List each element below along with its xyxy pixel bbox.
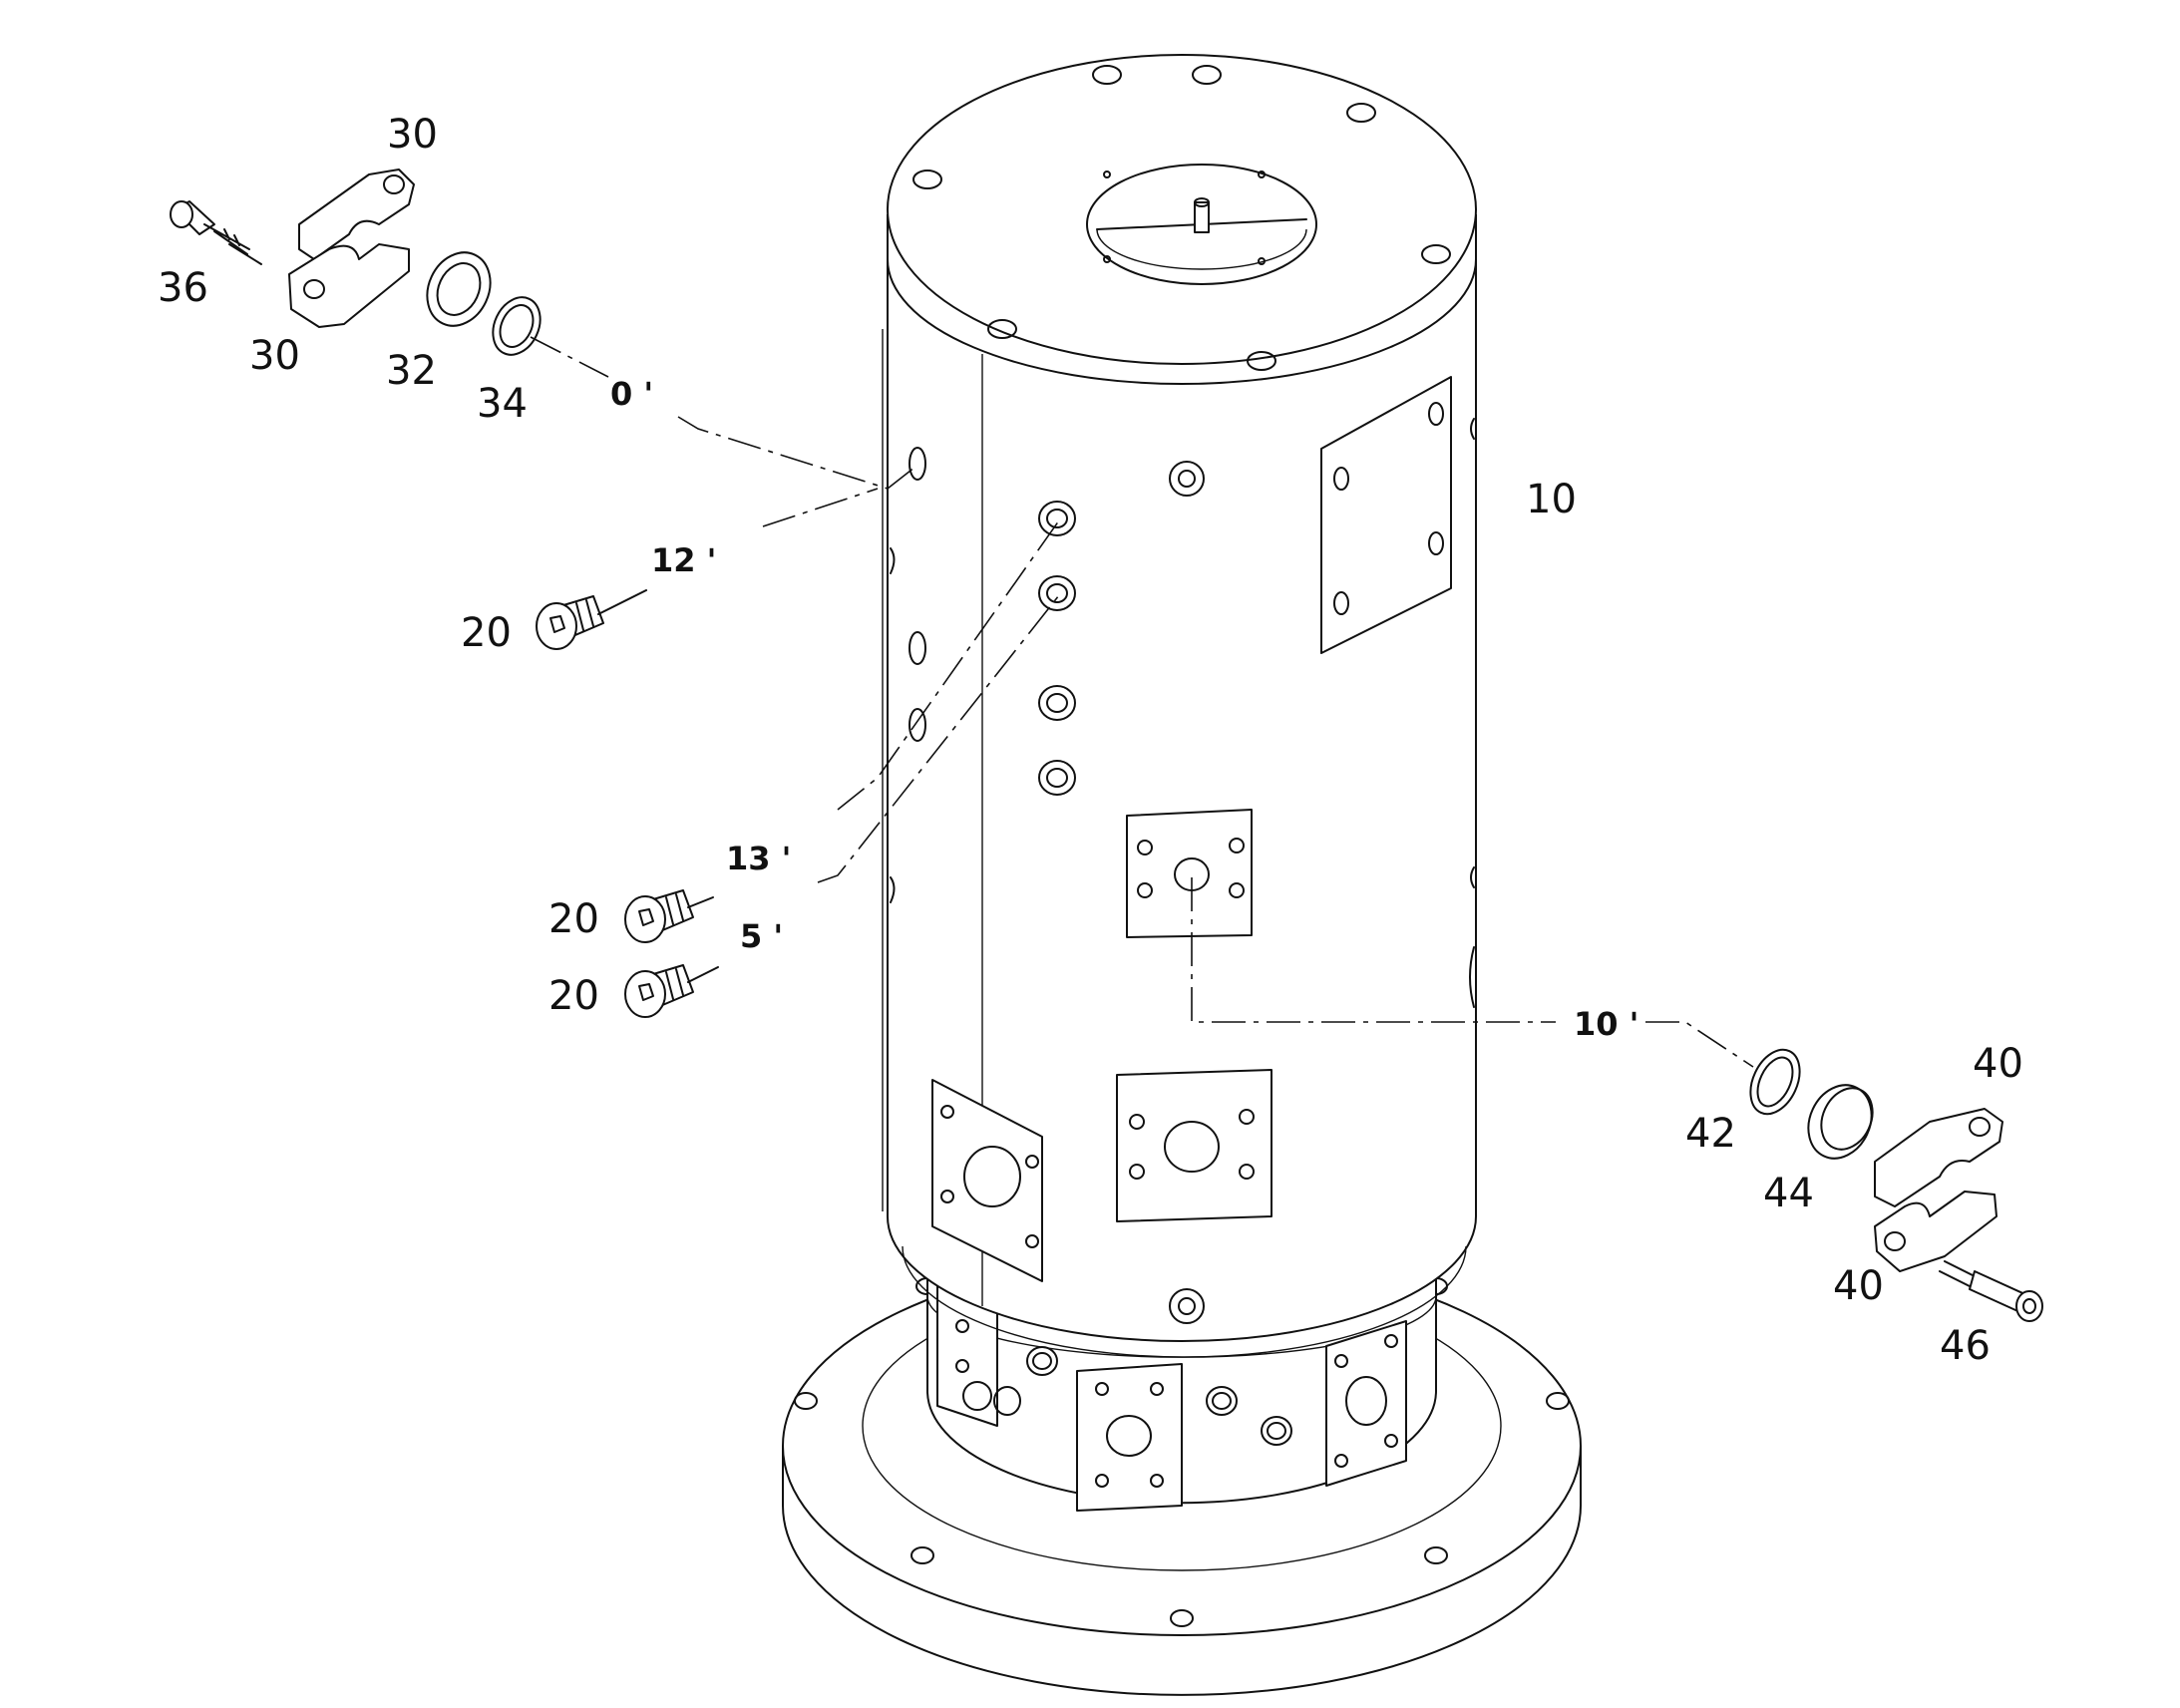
label-part-20-lower: 20 <box>548 973 599 1019</box>
split-flange-half-upper-40 <box>1874 1108 2003 1207</box>
manifold-face-center <box>1076 1363 1183 1512</box>
label-ref-0: 0 ' <box>610 375 653 413</box>
leader-lines <box>228 243 1754 1068</box>
leader-12-plug <box>597 589 647 615</box>
split-flange-half-lower-40 <box>1874 1191 1998 1272</box>
right-flange-assembly <box>1749 1048 2043 1322</box>
label-part-20-middle: 20 <box>548 896 599 942</box>
top-center-bore <box>1086 164 1317 285</box>
label-ref-13: 13 ' <box>726 840 791 877</box>
o-ring-34 <box>492 296 542 356</box>
leader-5 <box>817 594 1060 883</box>
pad-upper-right <box>1320 376 1452 654</box>
label-part-46: 46 <box>1940 1323 1991 1369</box>
split-flange-half-lower <box>288 243 410 328</box>
pad-lower-center <box>1116 1069 1272 1222</box>
label-ref-5: 5 ' <box>740 917 783 955</box>
plug-20-upper <box>536 595 604 650</box>
plug-20-middle <box>624 889 694 943</box>
leader-10-cont <box>1645 1021 1754 1068</box>
label-part-20-upper: 20 <box>461 610 512 656</box>
manifold-ports <box>993 1346 1292 1446</box>
flange-seal-32 <box>426 251 492 327</box>
cap-screw-46 <box>1939 1260 2043 1322</box>
label-part-36: 36 <box>158 265 208 311</box>
label-part-32: 32 <box>386 348 437 394</box>
leader-10 <box>1191 877 1556 1023</box>
port-reference-labels: 0 ' 12 ' 13 ' 5 ' 10 ' <box>610 375 1638 1043</box>
part-number-labels: 10 20 20 20 30 30 32 34 36 40 40 42 44 4… <box>158 112 2023 1369</box>
left-flange-assembly <box>170 169 542 356</box>
leader-5-plug <box>687 966 719 983</box>
pad-center <box>1126 809 1253 938</box>
cap-screw-36 <box>170 200 250 255</box>
label-ref-10: 10 ' <box>1574 1005 1638 1043</box>
label-part-34: 34 <box>477 381 528 427</box>
label-part-10: 10 <box>1526 477 1577 522</box>
label-part-40-upper: 40 <box>1973 1041 2023 1087</box>
leader-36 <box>228 243 262 265</box>
top-bolt-holes <box>912 65 1451 371</box>
label-part-42: 42 <box>1685 1111 1736 1157</box>
pad-lower-left <box>931 1079 1043 1282</box>
label-part-44: 44 <box>1763 1171 1814 1216</box>
leader-13 <box>837 519 1060 811</box>
label-part-30-lower: 30 <box>249 333 300 379</box>
plug-20-lower <box>624 964 694 1018</box>
left-edge-ports <box>890 418 1475 1008</box>
main-cylinder <box>882 54 1477 1358</box>
leader-0-cont <box>677 416 916 490</box>
leader-12 <box>762 488 879 527</box>
o-ring-42 <box>1749 1048 1801 1116</box>
label-part-40-lower: 40 <box>1833 1263 1884 1309</box>
front-ports <box>1038 501 1076 796</box>
label-ref-12: 12 ' <box>651 541 716 579</box>
leader-13-plug <box>687 896 714 908</box>
side-screws <box>1169 461 1205 1324</box>
split-flange-half-upper <box>298 169 415 260</box>
label-part-30-upper: 30 <box>387 112 438 158</box>
manifold-face-right <box>1325 1320 1407 1487</box>
leader-0 <box>530 336 609 378</box>
flange-seal-44 <box>1807 1084 1874 1160</box>
